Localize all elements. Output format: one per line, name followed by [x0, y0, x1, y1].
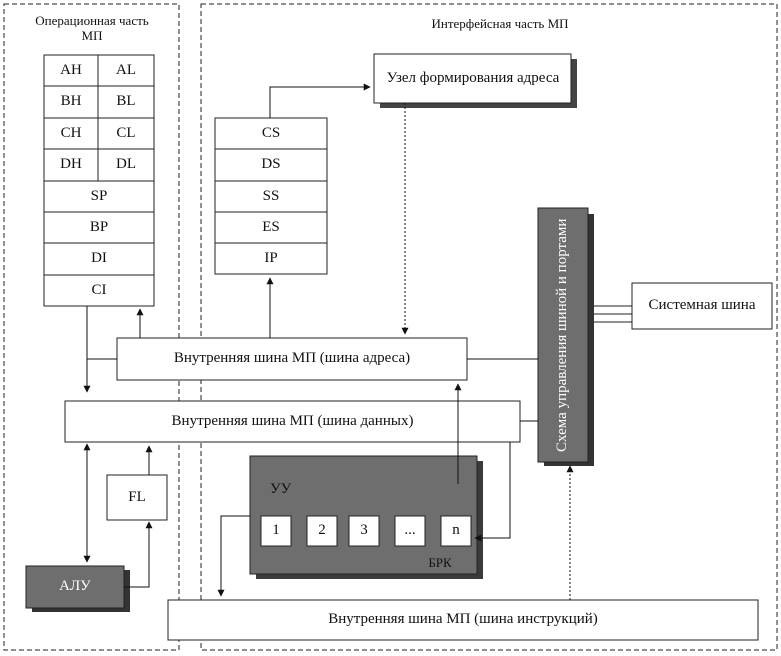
queue-cells — [260, 515, 472, 547]
system-bus-box-shape — [631, 282, 773, 330]
address-bus-box — [116, 337, 468, 381]
alu-box — [25, 565, 125, 609]
flags-box — [106, 474, 168, 521]
interface-section-frame — [200, 3, 778, 651]
connections — [83, 83, 574, 600]
data-bus-box — [64, 400, 521, 443]
address-unit-box — [373, 53, 572, 104]
segment-registers-block — [214, 117, 328, 275]
control-unit-box — [249, 455, 478, 575]
operational-section-frame — [3, 3, 180, 651]
instruction-bus-box — [167, 599, 759, 641]
bus-control-box — [537, 207, 589, 463]
general-registers-block — [43, 54, 155, 307]
